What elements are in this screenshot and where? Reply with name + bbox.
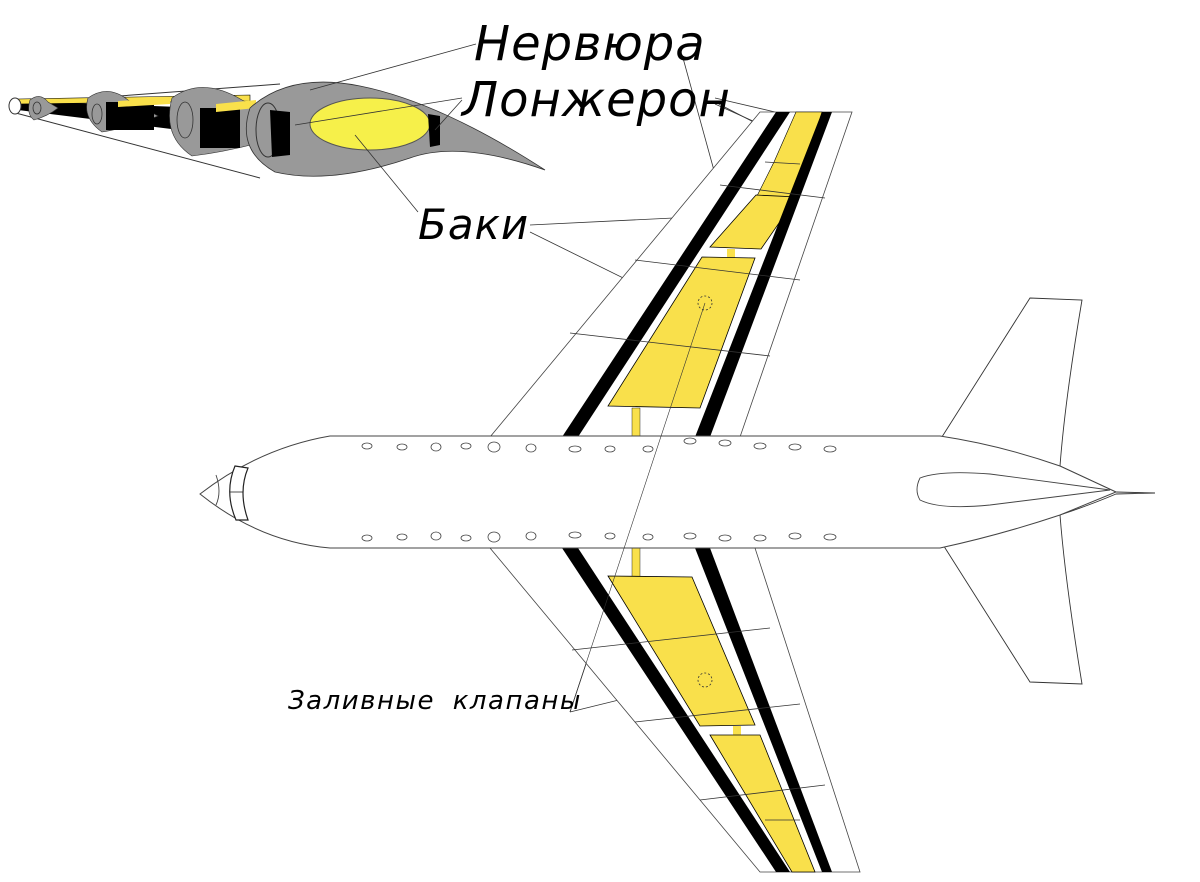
lower-wing [489,547,861,873]
label-spar: Лонжерон [462,72,731,128]
fuselage [199,302,1118,713]
label-rib: Нервюра [474,16,706,72]
wing-cross-section [8,81,546,179]
upper-wing [489,111,853,439]
label-tanks: Баки [418,200,530,249]
label-filler-valves: Заливные клапаны [288,686,582,716]
